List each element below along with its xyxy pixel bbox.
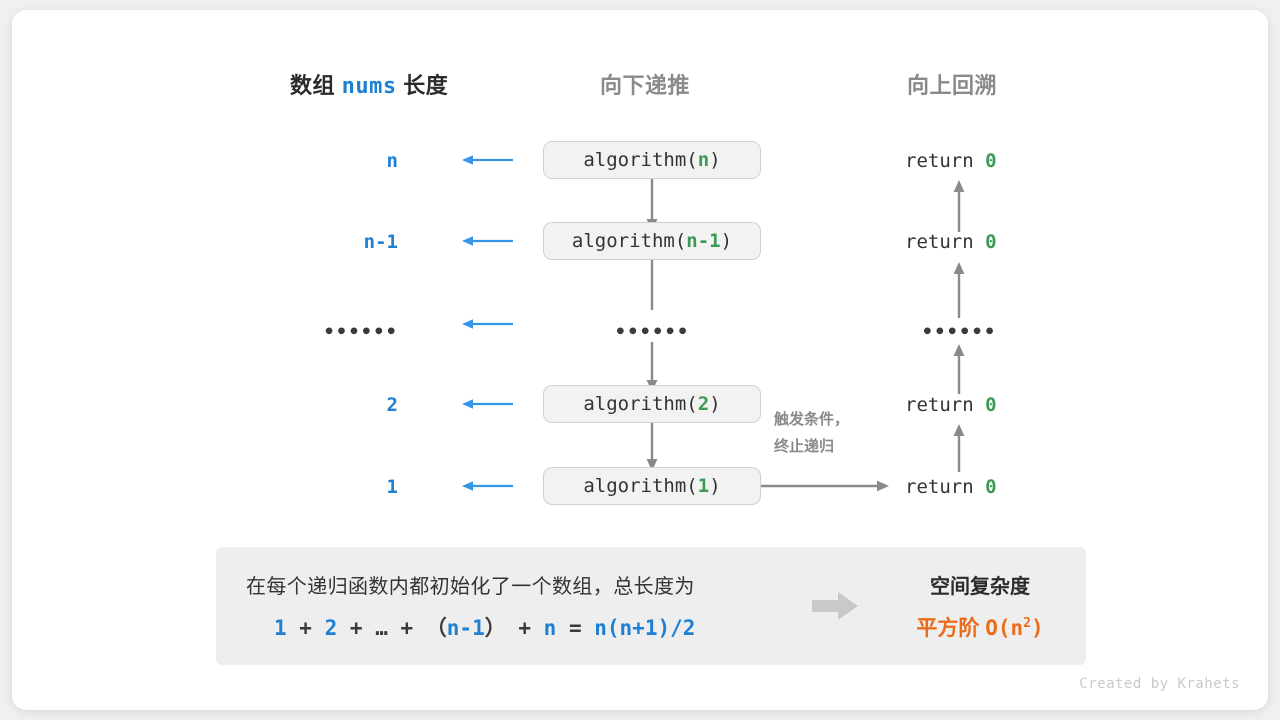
call-arg-4: 1 bbox=[697, 475, 710, 497]
blue-arrow-row-3 bbox=[460, 397, 514, 411]
return-text-0: return bbox=[905, 150, 986, 172]
blue-arrow-row-0 bbox=[460, 153, 514, 167]
credit-text: Created by Krahets bbox=[1079, 676, 1240, 692]
call-suffix-1: ) bbox=[720, 230, 733, 252]
formula-term-1: 1 bbox=[274, 616, 287, 640]
header-left-suffix: 长度 bbox=[403, 73, 449, 98]
call-prefix-3: algorithm( bbox=[583, 393, 698, 415]
formula-op-5: = bbox=[556, 616, 595, 640]
formula-paren-open: （ bbox=[425, 616, 447, 640]
return-row-3: return 0 bbox=[905, 394, 997, 416]
return-row-2: •••••• bbox=[921, 321, 997, 343]
return-text-3: return bbox=[905, 394, 986, 416]
return-value-3: 0 bbox=[985, 394, 997, 416]
return-value-4: 0 bbox=[985, 476, 997, 498]
summary-panel: 在每个递归函数内都初始化了一个数组，总长度为 1 + 2 + … + （n-1）… bbox=[216, 547, 1086, 665]
call-suffix-3: ) bbox=[709, 393, 721, 415]
length-label-row-4: 1 bbox=[386, 476, 398, 498]
length-label-row-2: •••••• bbox=[323, 321, 398, 343]
formula-op-4: + bbox=[505, 616, 544, 640]
return-value-0: 0 bbox=[985, 150, 997, 172]
call-box-row-4: algorithm(1) bbox=[543, 467, 761, 505]
trigger-note-line1: 触发条件， bbox=[774, 411, 850, 428]
formula-term-5: n bbox=[543, 616, 557, 640]
call-box-row-3: algorithm(2) bbox=[543, 385, 761, 423]
header-array-length: 数组 nums 长度 bbox=[290, 68, 448, 100]
blue-arrow-row-2 bbox=[460, 317, 514, 331]
result-arrow-icon bbox=[812, 590, 860, 622]
formula-op-1: + bbox=[286, 616, 325, 640]
formula-term-2: 2 bbox=[324, 616, 338, 640]
up-arrow-2-1 bbox=[943, 260, 975, 318]
header-downward-recursion: 向下递推 bbox=[600, 73, 691, 98]
formula-paren-close: ） bbox=[484, 616, 506, 640]
header-left-mono: nums bbox=[341, 74, 397, 99]
formula-term-3: … bbox=[375, 616, 388, 640]
result-label: 平方阶 bbox=[916, 617, 980, 640]
header-upward-backtrack: 向上回溯 bbox=[907, 73, 998, 98]
up-arrow-1-0 bbox=[943, 178, 975, 232]
diagram-card: 数组 nums 长度 向下递推 向上回溯 n algorithm(n) retu… bbox=[12, 10, 1268, 710]
result-complexity: 平方阶 O(n2) bbox=[880, 612, 1080, 642]
header-left-prefix: 数组 bbox=[290, 73, 336, 98]
up-arrow-4-3 bbox=[943, 422, 975, 472]
return-row-1: return 0 bbox=[905, 231, 997, 253]
call-suffix-0: ) bbox=[709, 149, 721, 171]
call-arg-3: 2 bbox=[697, 393, 710, 415]
call-prefix-4: algorithm( bbox=[583, 475, 698, 497]
result-exponent: 2 bbox=[1023, 616, 1031, 631]
call-arg-0: n bbox=[697, 149, 710, 171]
return-text-4: return bbox=[905, 476, 986, 498]
call-suffix-4: ) bbox=[709, 475, 721, 497]
result-title: 空间复杂度 bbox=[930, 576, 1030, 598]
formula-term-4: n-1 bbox=[446, 616, 485, 640]
call-arg-1: n-1 bbox=[686, 230, 721, 252]
result-notation-close: ) bbox=[1030, 616, 1044, 640]
length-label-row-0: n bbox=[386, 150, 398, 172]
formula-term-6: n(n+1)/2 bbox=[594, 616, 696, 640]
down-arrow-1-2 bbox=[636, 260, 668, 318]
call-prefix-0: algorithm( bbox=[583, 149, 698, 171]
return-text-1: return bbox=[905, 231, 986, 253]
call-box-row-1: algorithm(n-1) bbox=[543, 222, 761, 260]
down-arrow-3-4 bbox=[636, 423, 668, 473]
trigger-note-line2: 终止递归 bbox=[774, 438, 835, 455]
result-notation-open: O(n bbox=[985, 616, 1024, 640]
return-row-4: return 0 bbox=[905, 476, 997, 498]
call-prefix-1: algorithm( bbox=[571, 230, 687, 252]
formula-op-2: + bbox=[337, 616, 376, 640]
summary-description: 在每个递归函数内都初始化了一个数组，总长度为 bbox=[246, 576, 695, 598]
return-value-1: 0 bbox=[985, 231, 997, 253]
blue-arrow-row-1 bbox=[460, 234, 514, 248]
call-box-row-2: •••••• bbox=[614, 321, 690, 343]
length-label-row-3: 2 bbox=[386, 394, 398, 416]
length-label-row-1: n-1 bbox=[363, 231, 398, 253]
result-notation: O(n2) bbox=[985, 616, 1043, 640]
call-box-row-0: algorithm(n) bbox=[543, 141, 761, 179]
base-case-arrow bbox=[761, 476, 891, 496]
summary-formula: 1 + 2 + … + （n-1） + n = n(n+1)/2 bbox=[274, 612, 695, 642]
blue-arrow-row-4 bbox=[460, 479, 514, 493]
return-row-0: return 0 bbox=[905, 150, 997, 172]
up-arrow-3-2 bbox=[943, 342, 975, 394]
trigger-condition-note: 触发条件， 终止递归 bbox=[774, 406, 849, 460]
formula-op-3: + bbox=[387, 616, 426, 640]
